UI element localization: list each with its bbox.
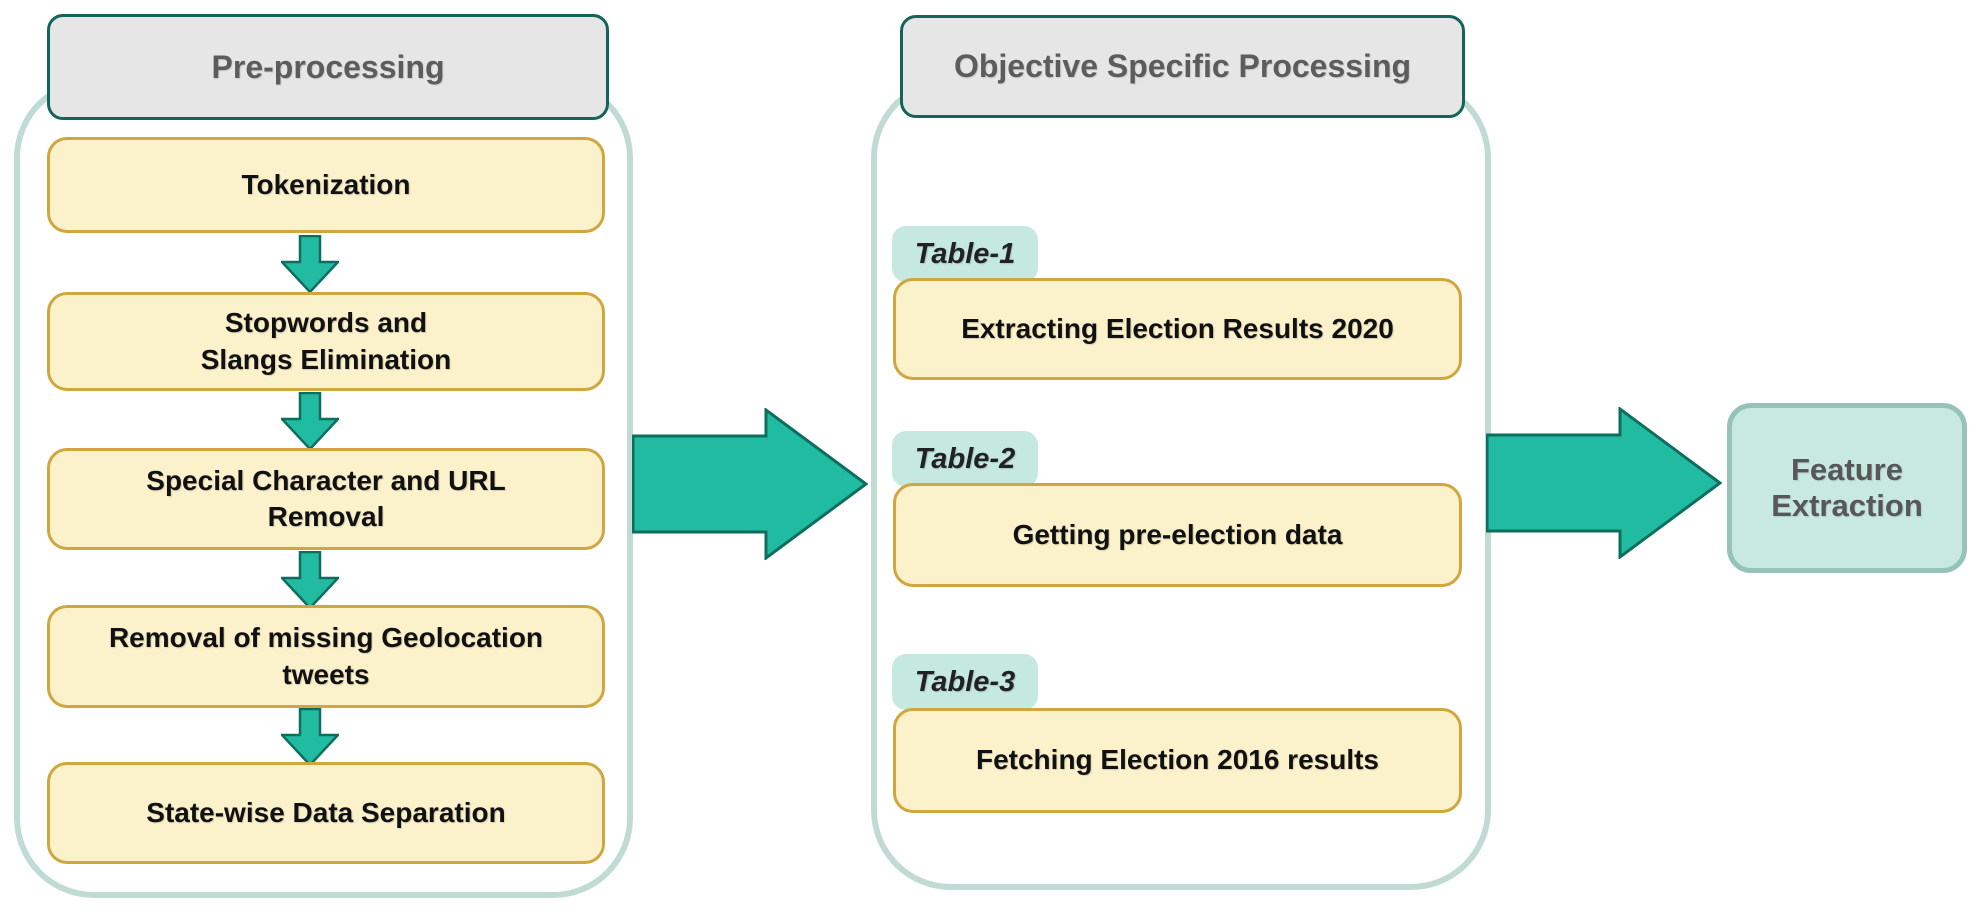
task-getting-pre-election-data: Getting pre-election data — [893, 483, 1462, 587]
task-extracting-election-results-2020: Extracting Election Results 2020 — [893, 278, 1462, 380]
step-state-wise-data-separation: State-wise Data Separation — [47, 762, 605, 864]
task-fetching-election-2016-results: Fetching Election 2016 results — [893, 708, 1462, 813]
feature-extraction-box: Feature Extraction — [1727, 403, 1967, 573]
step-tokenization: Tokenization — [47, 137, 605, 233]
flow-arrow-right-icon — [1486, 407, 1722, 559]
arrow-down-icon — [281, 708, 339, 766]
step-removal-missing-geolocation: Removal of missing Geolocation tweets — [47, 605, 605, 708]
arrow-down-icon — [281, 392, 339, 450]
step-special-character-url-removal: Special Character and URL Removal — [47, 448, 605, 550]
step-stopwords-slangs-elimination: Stopwords and Slangs Elimination — [47, 292, 605, 391]
arrow-down-icon — [281, 551, 339, 609]
arrow-down-icon — [281, 235, 339, 293]
table-3-tag: Table-3 — [892, 654, 1038, 710]
preprocessing-title: Pre-processing — [47, 14, 609, 120]
flow-arrow-right-icon — [632, 408, 868, 560]
table-1-tag: Table-1 — [892, 226, 1038, 282]
objective-processing-title: Objective Specific Processing — [900, 15, 1465, 118]
table-2-tag: Table-2 — [892, 431, 1038, 487]
